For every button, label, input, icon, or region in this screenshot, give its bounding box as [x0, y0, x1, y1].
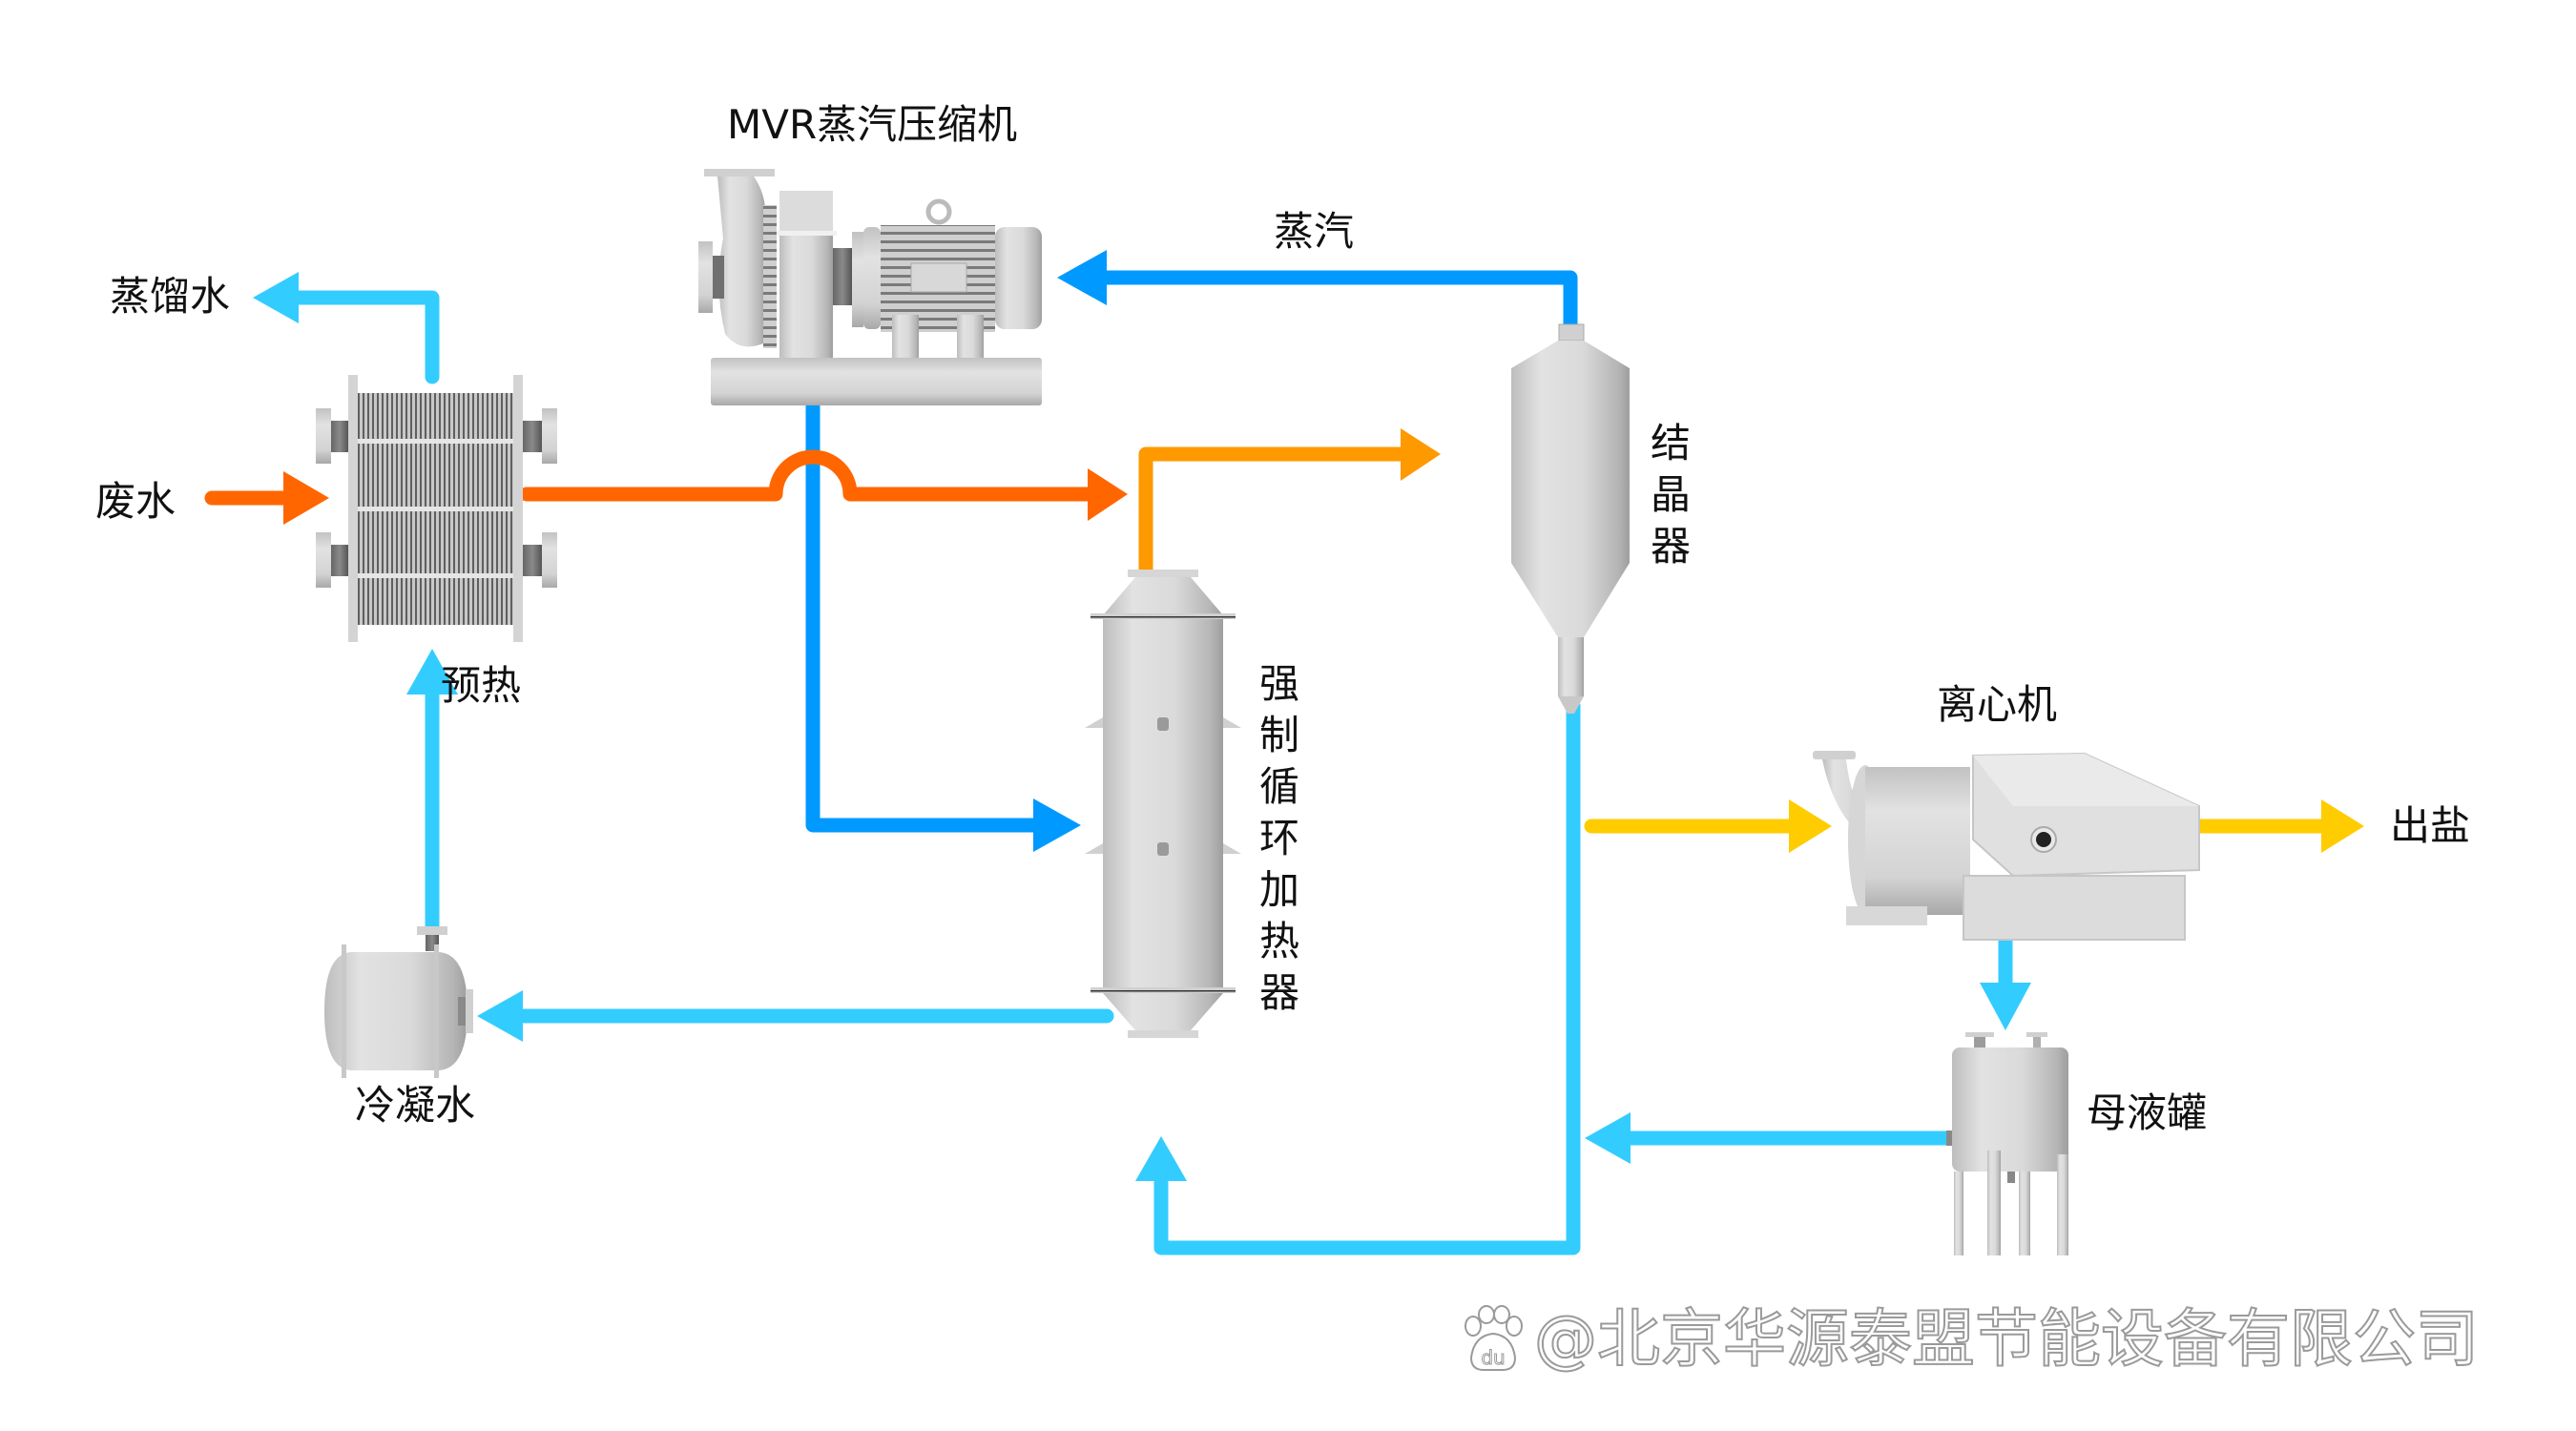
condensate-arrow-icon [477, 990, 523, 1042]
preheated-feed-arrow-icon [1088, 468, 1128, 521]
mvr-compressor [698, 169, 1042, 405]
watermark-text: @北京华源泰盟节能设备有限公司 [1533, 1302, 2480, 1376]
heater-label-char: 制 [1258, 712, 1299, 758]
slurry-arrow-icon [1789, 799, 1832, 853]
steam-arrow-icon [1057, 250, 1107, 305]
heater-label: 强 制 循 环 加 热 器 [1257, 658, 1301, 1019]
salt-out-label: 出盐 [2390, 802, 2471, 849]
distilled-water-arrow-icon [253, 272, 299, 323]
mother-liquor-arrow-icon [1980, 983, 2031, 1030]
baidu-paw-icon: du [1465, 1305, 1523, 1371]
distilled-water-pipe [288, 290, 440, 384]
preheat-label: 预热 [441, 662, 522, 709]
watermark: du @北京华源泰盟节能设备有限公司 [1460, 1302, 2480, 1376]
heater-label-char: 循 [1258, 763, 1299, 810]
distilled-water-label: 蒸馏水 [110, 273, 231, 320]
crystallizer-label-char: 结 [1650, 420, 1691, 467]
forced-circulation-heater [1085, 570, 1241, 1038]
condensate-label: 冷凝水 [355, 1082, 476, 1129]
plate-heat-exchanger [316, 375, 557, 642]
heater-label-char: 器 [1258, 969, 1299, 1016]
heated-liquor-arrow-icon [1401, 428, 1441, 481]
crystallizer-label: 结 晶 器 [1649, 418, 1693, 572]
crystallizer [1511, 323, 1630, 714]
heater-label-char: 加 [1258, 866, 1299, 913]
circulation-arrow-icon [1135, 1136, 1187, 1181]
mother-liquor-tank [1946, 1032, 2068, 1255]
steam-pipe [1099, 270, 1578, 342]
mother-liquor-tank-label: 母液罐 [2087, 1089, 2208, 1136]
compressed-steam-pipe [805, 399, 1043, 833]
circulation-pipe [1153, 698, 1581, 1255]
waste-water-label: 废水 [95, 478, 177, 525]
condensate-tank [324, 926, 473, 1078]
baidu-paw-text: du [1481, 1346, 1505, 1369]
heater-label-char: 环 [1258, 815, 1299, 861]
mother-liquor-return-arrow-icon [1585, 1112, 1631, 1164]
heated-liquor-pipe [1138, 446, 1410, 580]
preheated-feed-pipe [519, 449, 1095, 502]
salt-arrow-icon [2321, 799, 2364, 853]
compressor-label: MVR蒸汽压缩机 [727, 101, 1018, 148]
steam-label: 蒸汽 [1274, 208, 1355, 255]
condensate-preheat-arrow-icon [406, 649, 458, 695]
heater-label-char: 强 [1258, 660, 1299, 707]
compressed-steam-arrow-icon [1033, 798, 1081, 852]
crystallizer-label-char: 晶 [1650, 471, 1691, 518]
heater-label-char: 热 [1258, 918, 1299, 964]
crystallizer-label-char: 器 [1650, 523, 1691, 570]
waste-water-arrow-icon [283, 471, 329, 525]
centrifuge [1813, 751, 2200, 941]
centrifuge-label: 离心机 [1937, 681, 2058, 728]
